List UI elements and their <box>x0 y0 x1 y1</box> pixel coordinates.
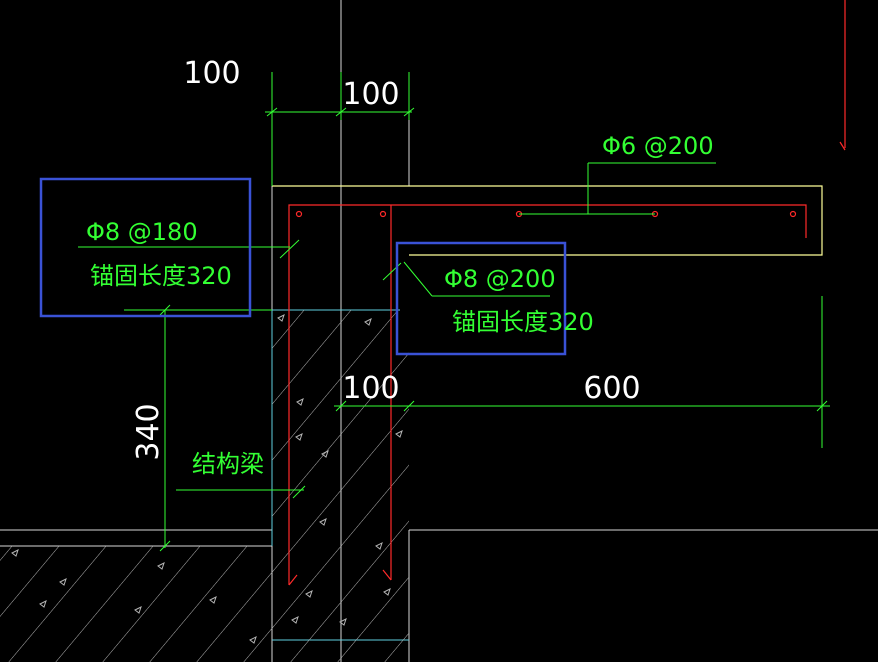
slab-outline <box>272 185 823 256</box>
dim-lower-left: 100 <box>342 371 399 406</box>
highlight-box-left <box>39 177 252 318</box>
label-beam: 结构梁 <box>192 450 264 478</box>
label-rebar-middle: Φ8 @200 <box>444 265 556 293</box>
dim-lower-right: 600 <box>583 371 640 406</box>
aggregate-marks <box>11 314 403 644</box>
dim-top-middle: 100 <box>342 77 399 112</box>
dim-top-left: 100 <box>183 56 240 91</box>
label-rebar-top: Φ6 @200 <box>602 132 714 160</box>
highlight-box-middle <box>395 241 567 356</box>
label-anchor-middle: 锚固长度320 <box>452 308 594 336</box>
label-anchor-left: 锚固长度320 <box>90 262 232 290</box>
beam-hatch <box>272 310 409 662</box>
dimension-lines <box>78 72 830 552</box>
dim-vertical: 340 <box>131 403 166 460</box>
rebar <box>288 0 846 586</box>
label-rebar-left: Φ8 @180 <box>86 218 198 246</box>
